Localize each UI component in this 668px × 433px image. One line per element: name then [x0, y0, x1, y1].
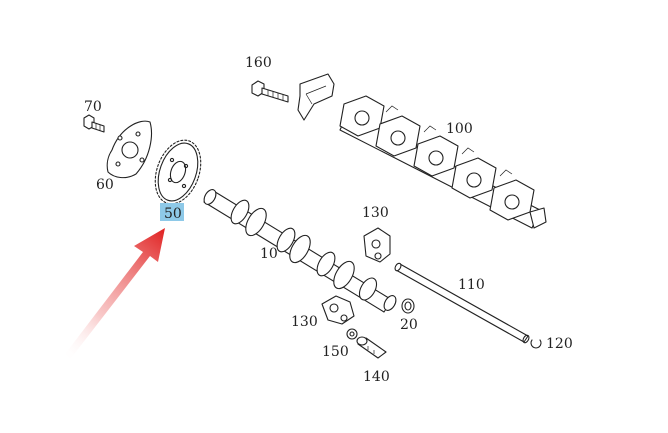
label-120: 120	[546, 336, 573, 352]
sprocket-50	[154, 139, 202, 205]
label-100: 100	[446, 121, 473, 137]
label-160: 160	[245, 55, 272, 71]
label-110: 110	[458, 277, 485, 293]
label-70: 70	[84, 99, 102, 115]
rocker-assembly-100	[339, 95, 547, 229]
washer-150	[346, 328, 358, 340]
bearing-cap-piece	[297, 73, 335, 121]
label-50-highlight	[160, 203, 184, 221]
camshaft-10	[203, 189, 397, 313]
label-140: 140	[363, 369, 390, 385]
bolt-160	[251, 80, 289, 103]
label-50: 50	[164, 206, 182, 222]
pointer-arrow	[62, 228, 165, 362]
plate-60	[106, 120, 153, 179]
bolt-70	[83, 114, 105, 133]
rocker-arm-130-lower	[321, 295, 355, 325]
rocker-shaft-110	[394, 262, 530, 344]
label-150: 150	[322, 344, 349, 360]
label-60: 60	[96, 177, 114, 193]
rocker-arm-130-upper	[363, 227, 391, 263]
ring-20	[401, 298, 415, 314]
label-10: 10	[260, 246, 278, 262]
label-130-upper: 130	[362, 205, 389, 221]
label-20: 20	[400, 317, 418, 333]
label-130-lower: 130	[291, 314, 318, 330]
clip-120	[530, 339, 542, 349]
lash-adjuster-140	[356, 336, 387, 359]
